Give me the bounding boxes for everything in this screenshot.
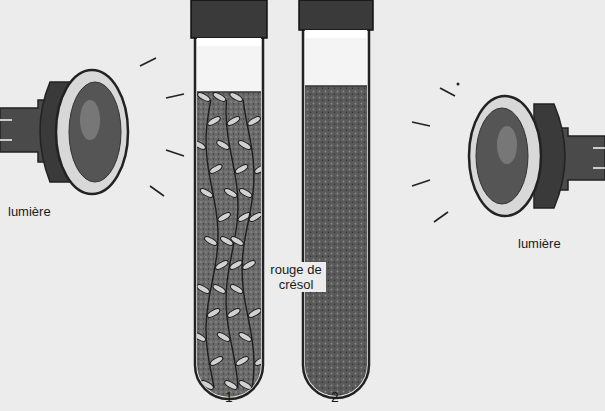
stopper [299,0,373,30]
lamp-label: lumière [8,204,51,219]
test-tube-1 [191,0,268,402]
indicator-label: rouge de crésol [266,262,326,292]
test-tube-2 [299,0,373,398]
lamp-label: lumière [518,236,561,251]
tube-number: 2 [331,390,339,405]
lamp-right [412,83,605,223]
stopper [191,0,267,38]
tube-number: 1 [225,390,233,405]
lamp-left [0,58,184,196]
